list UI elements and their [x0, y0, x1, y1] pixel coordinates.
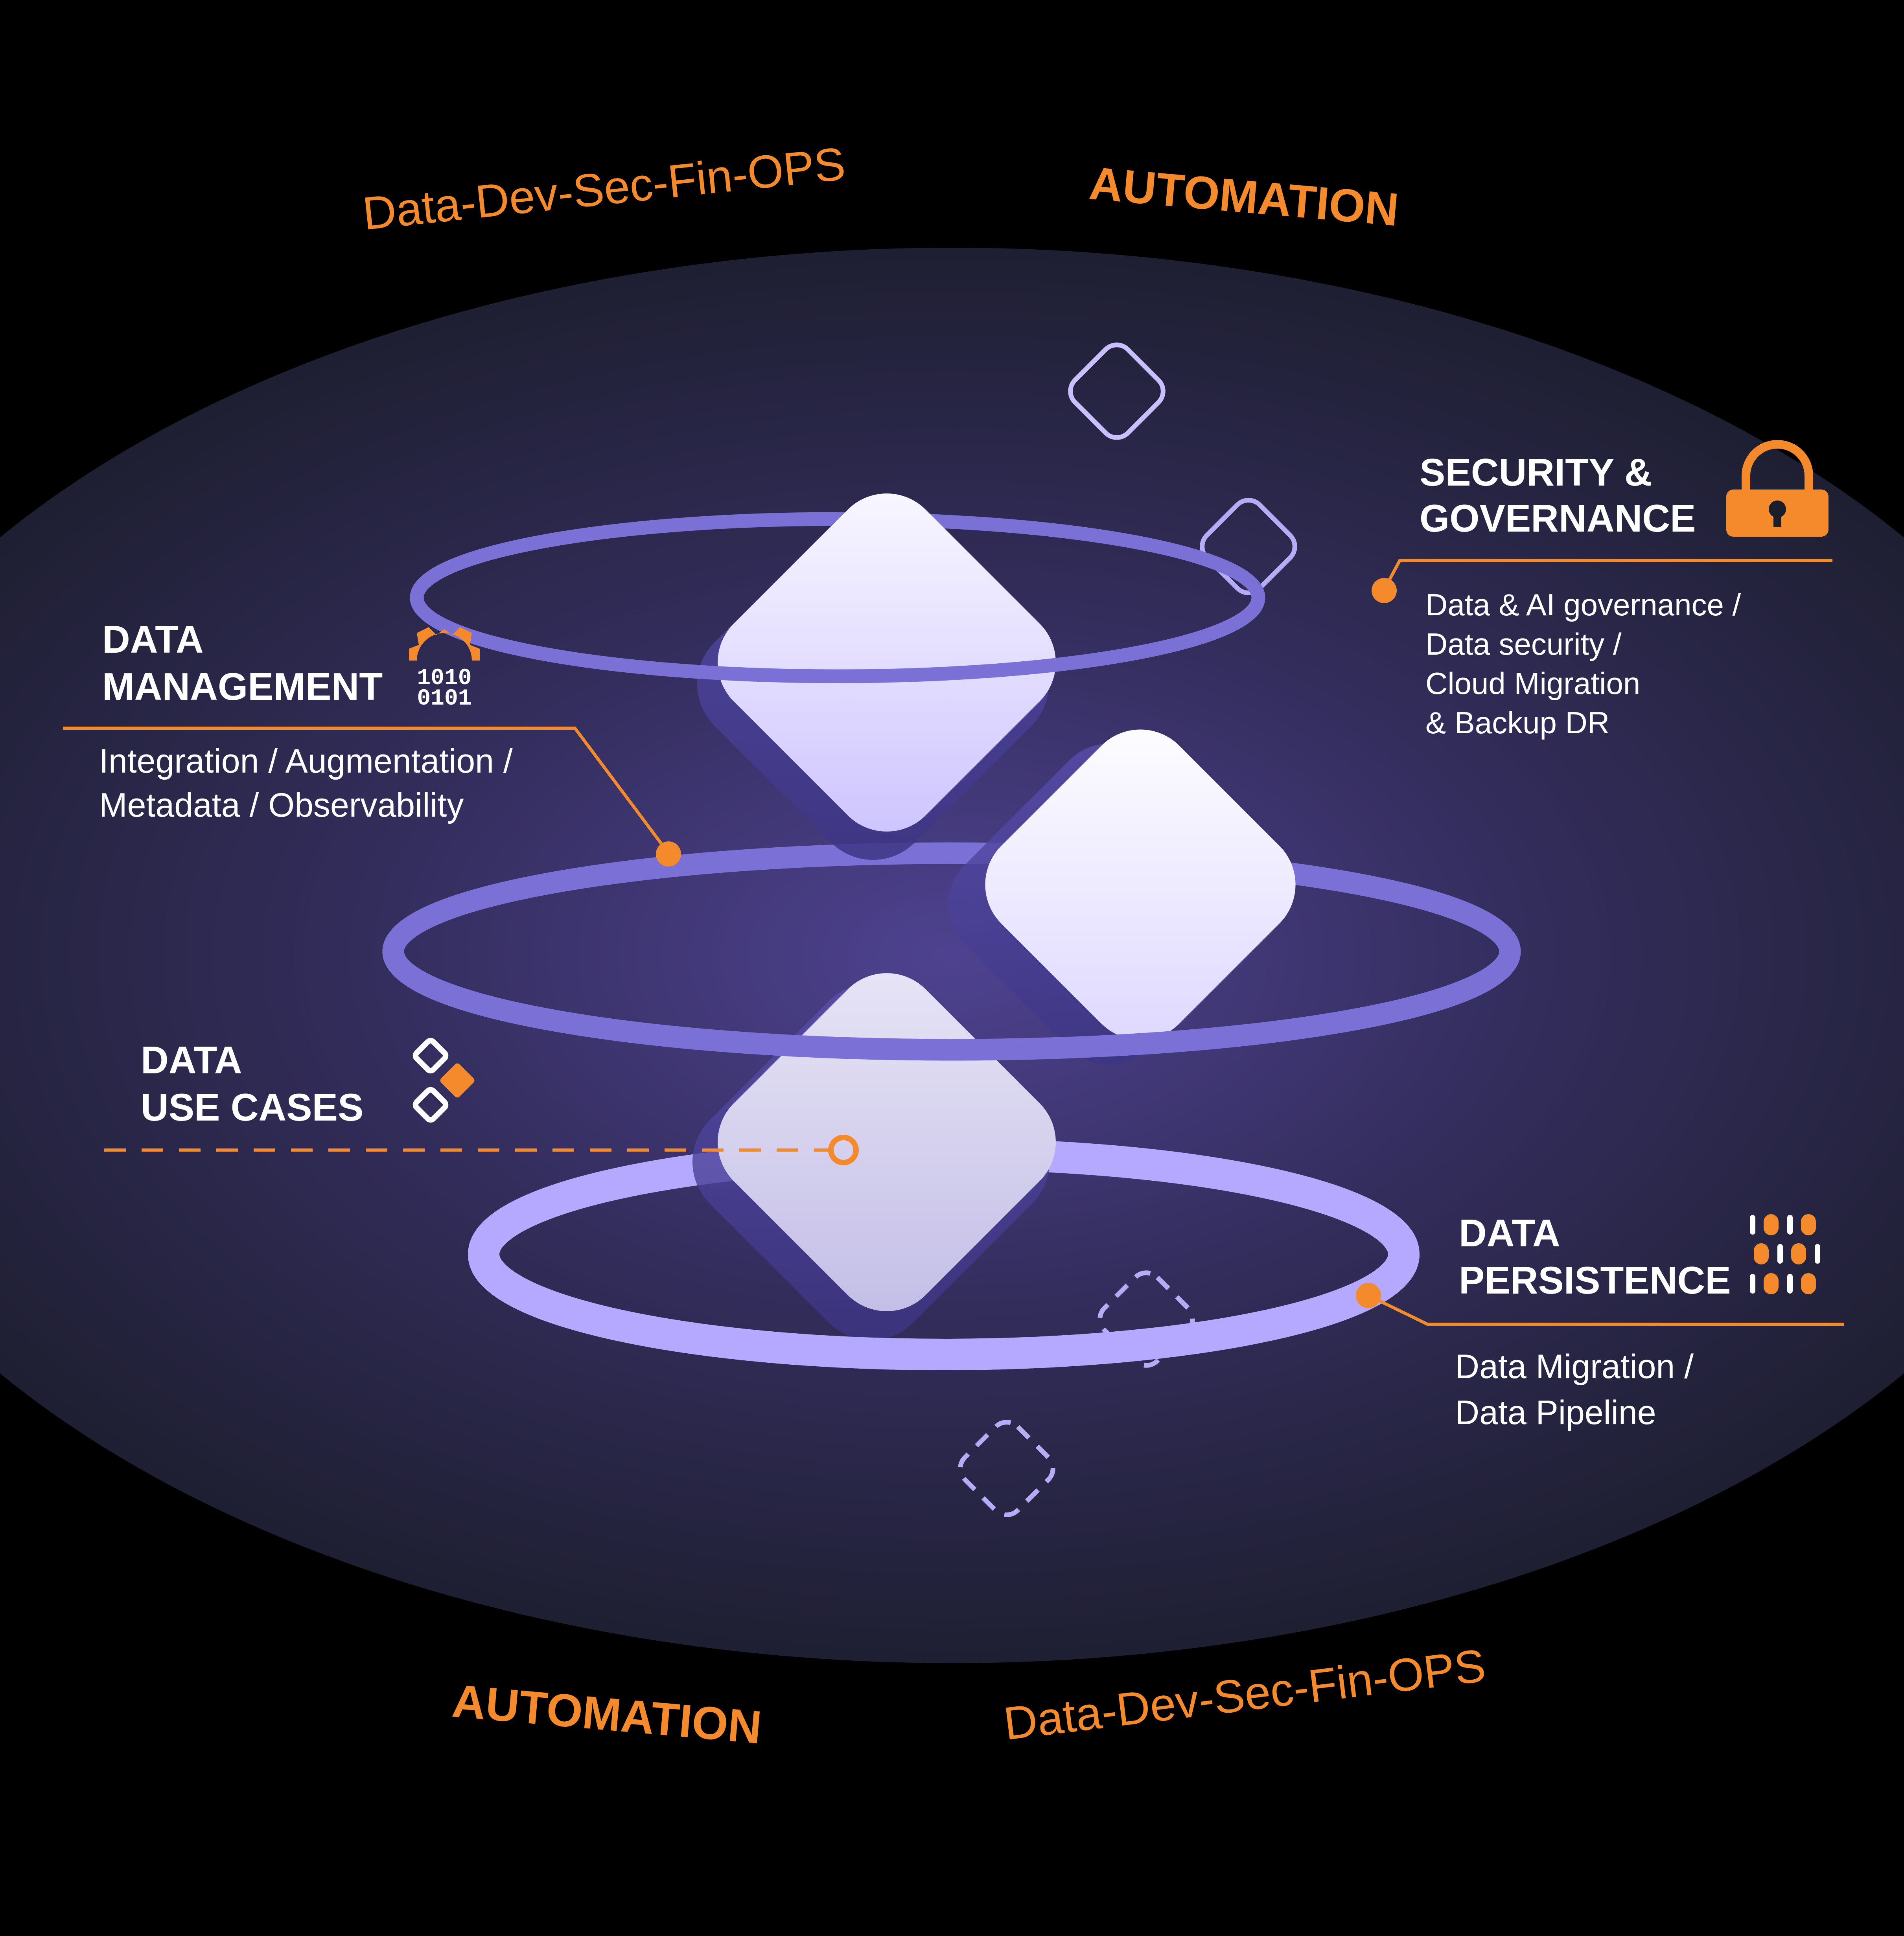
security-desc-2: Data security / [1425, 627, 1622, 661]
svg-text:1010: 1010 [417, 666, 471, 691]
persistence-title-line2: PERSISTENCE [1459, 1259, 1731, 1302]
connector-ring-dot [828, 1135, 859, 1165]
connector-dot [1356, 1283, 1381, 1308]
tile-top [697, 493, 1056, 860]
security-title-line2: GOVERNANCE [1420, 497, 1696, 540]
binary-grid-icon [1750, 1214, 1820, 1294]
ring-middle-front [382, 951, 1521, 1061]
management-desc-1: Integration / Augmentation / [99, 742, 513, 780]
persistence-title-line1: DATA [1459, 1211, 1560, 1255]
ring-bottom-front [468, 1253, 1420, 1370]
security-desc-3: Cloud Migration [1425, 666, 1640, 701]
connector-dot [656, 841, 681, 867]
persistence-desc-1: Data Migration / [1455, 1348, 1694, 1386]
use-cases-title-line1: DATA [141, 1038, 242, 1082]
connector-management [63, 727, 670, 854]
management-title-line1: DATA [102, 618, 204, 661]
banner-top-right: AUTOMATION [1087, 157, 1401, 236]
management-title-line2: MANAGEMENT [102, 665, 383, 708]
connector-dot [1372, 578, 1397, 603]
banner-bottom-left: AUTOMATION [450, 1675, 764, 1754]
svg-text:0101: 0101 [417, 686, 471, 712]
stacked-diamonds-icon [412, 1038, 475, 1123]
gear-binary-icon: 1010 0101 [409, 627, 480, 712]
banner-top-left: Data-Dev-Sec-Fin-OPS [360, 138, 848, 240]
security-desc-1: Data & AI governance / [1425, 587, 1741, 622]
management-desc-2: Metadata / Observability [99, 786, 464, 824]
background-oval [0, 248, 1904, 1663]
persistence-desc-2: Data Pipeline [1455, 1394, 1656, 1432]
tile-middle [948, 729, 1296, 1065]
floating-diamond-dashed [958, 1420, 1055, 1517]
connector-persistence [1368, 1294, 1844, 1326]
security-title-line1: SECURITY & [1420, 451, 1652, 494]
security-desc-4: & Backup DR [1425, 705, 1609, 740]
padlock-icon [1726, 440, 1829, 537]
use-cases-title-line2: USE CASES [141, 1086, 363, 1129]
floating-diamond-outline [1068, 342, 1166, 440]
